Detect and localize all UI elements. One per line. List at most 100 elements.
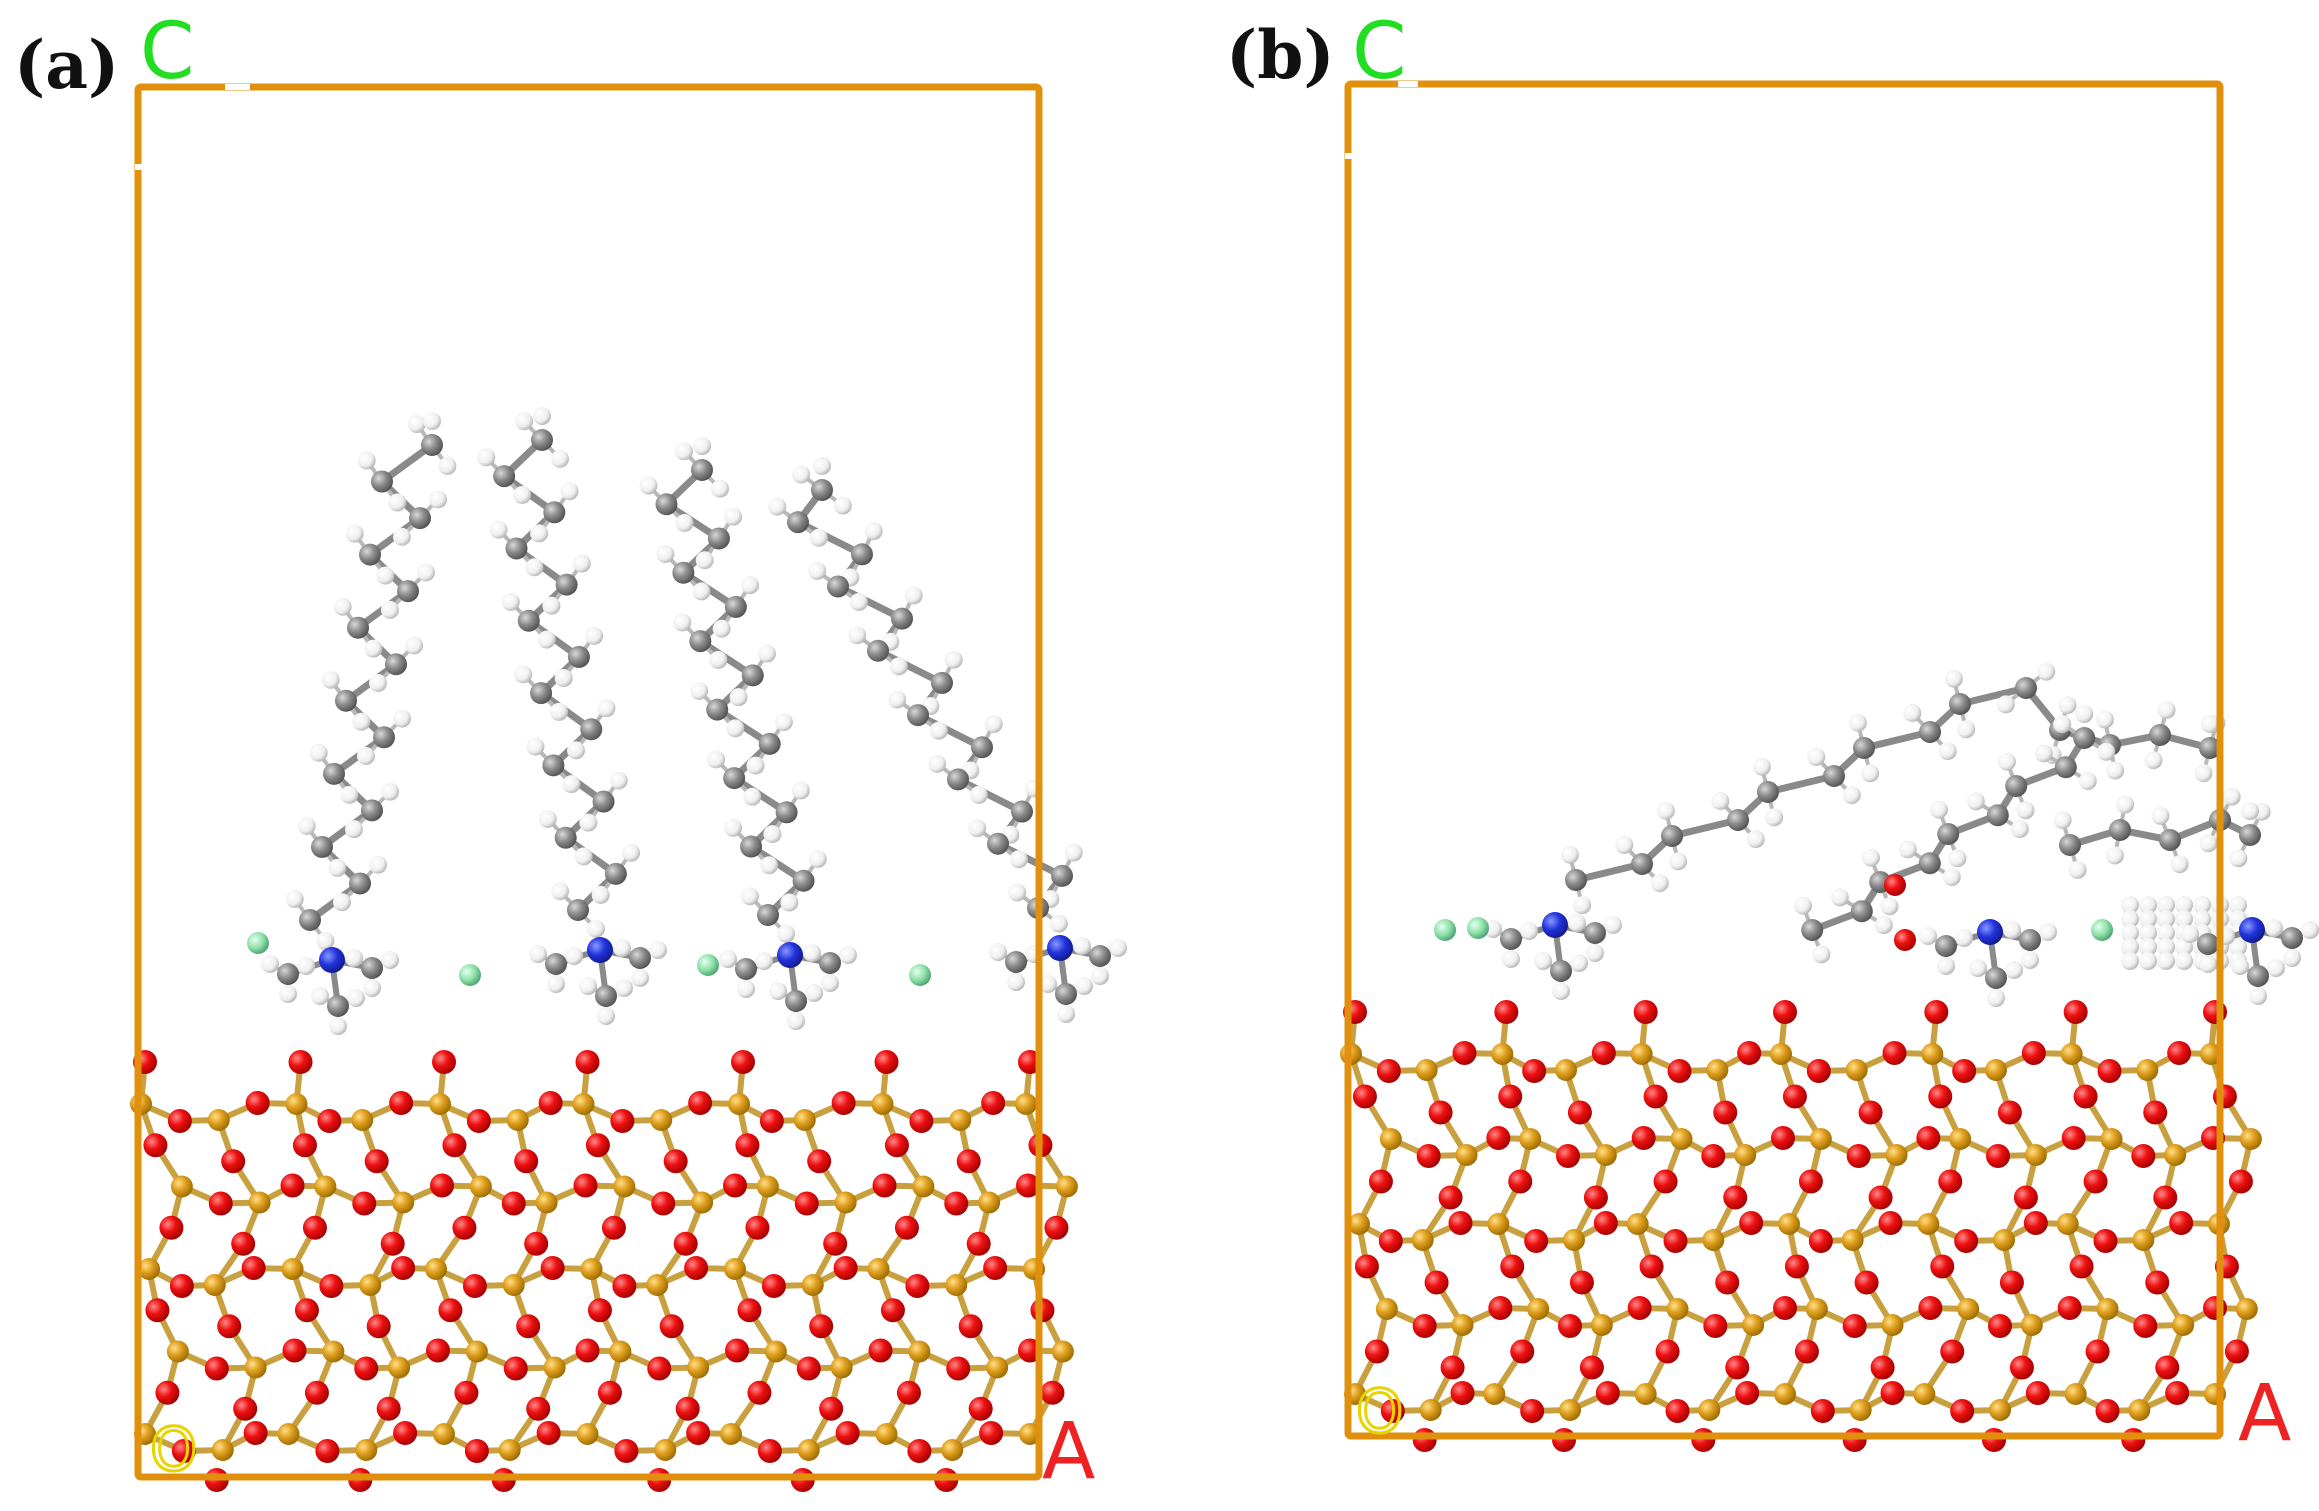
bond (874, 647, 946, 687)
panel-b-axis-origin-label: O (1356, 1377, 1403, 1447)
oxygen-atom (2083, 1169, 2108, 1194)
hydrogen-atom (369, 855, 388, 874)
carbon-atom (371, 470, 393, 493)
hydrogen-atom (1955, 929, 1973, 947)
hydrogen-atom (2053, 715, 2072, 734)
carbon-atom (1565, 869, 1587, 891)
hydrogen-atom (1807, 747, 1826, 766)
silicon-atom (285, 1093, 308, 1115)
hydrogen-atom (803, 944, 821, 962)
carbon-atom (2199, 737, 2221, 759)
oxygen-atom (1773, 1296, 1797, 1320)
oxygen-atom (233, 1396, 258, 1421)
bond (994, 840, 1066, 880)
carbon-atom (907, 704, 929, 727)
hydrogen-atom (1944, 669, 1963, 688)
hydrogen-atom (792, 465, 811, 484)
silicon-atom (2132, 1229, 2155, 1251)
hydrogen-atom (929, 721, 948, 740)
hydrogen-atom (2121, 952, 2139, 970)
hydrogen-atom (1064, 843, 1083, 862)
carbon-atom (1011, 800, 1033, 823)
oxygen-atom (2145, 1270, 2170, 1295)
hydrogen-atom (2193, 910, 2211, 928)
hydrogen-atom (2175, 910, 2193, 928)
hydrogen-atom (477, 448, 496, 467)
hydrogen-atom (1874, 916, 1893, 935)
hydrogen-atom (529, 945, 547, 963)
carbon-atom (1005, 951, 1027, 973)
oxygen-atom (688, 1091, 713, 1115)
hydrogen-atom (2194, 764, 2213, 783)
oxygen-atom (1798, 1169, 1823, 1194)
silicon-atom (281, 1258, 304, 1280)
carbon-atom (867, 639, 889, 662)
hydrogen-atom (515, 412, 534, 431)
silicon-atom (1051, 1340, 1074, 1363)
hydrogen-atom (530, 524, 549, 543)
hydrogen-atom (2121, 896, 2139, 914)
panel-a-axis-origin-label: O (150, 1415, 197, 1485)
silicon-atom (1770, 1043, 1792, 1065)
carbon-atom (655, 493, 678, 516)
silicon-atom (1698, 1399, 1721, 1421)
silicon-atom (1590, 1314, 1613, 1336)
carbon-atom (604, 862, 627, 885)
hydrogen-atom (551, 882, 570, 901)
hydrogen-atom (809, 528, 828, 547)
chloride-ion (459, 964, 481, 986)
oxygen-atom (1494, 1000, 1519, 1024)
oxygen-atom (1368, 1169, 1393, 1194)
chloride-ion (697, 954, 719, 976)
hydrogen-atom (774, 713, 793, 732)
hydrogen-atom (574, 847, 593, 866)
oxygen-atom (1916, 1126, 1941, 1150)
oxygen-atom (1808, 1229, 1833, 1253)
carbon-atom (1823, 765, 1845, 787)
hydrogen-atom (2116, 795, 2135, 814)
oxygen-atom (1450, 1381, 1475, 1405)
carbon-atom (567, 645, 590, 668)
hydrogen-atom (724, 818, 743, 837)
oxygen-atom (946, 1356, 971, 1381)
hydrogen-atom (1830, 888, 1849, 907)
silicon-atom (2235, 1298, 2258, 1320)
oxygen-atom (1924, 1000, 1949, 1024)
bond (834, 582, 906, 623)
hydrogen-atom (1008, 883, 1027, 902)
silicon-atom (2172, 1314, 2195, 1336)
oxygen-atom (1567, 1100, 1592, 1125)
oxygen-atom (466, 1109, 491, 1133)
oxygen-atom (1882, 1041, 1907, 1065)
oxygen-atom (1488, 1296, 1513, 1320)
hydrogen-atom (695, 551, 714, 570)
bond (954, 775, 1026, 816)
hydrogen-atom (2151, 806, 2170, 825)
oxygen-atom (1713, 1100, 1738, 1125)
oxygen-atom (1412, 1314, 1437, 1338)
silicon-atom (355, 1439, 378, 1461)
carbon-atom (706, 698, 729, 721)
oxygen-atom (1524, 1229, 1549, 1253)
silicon-atom (1774, 1383, 1796, 1405)
hydrogen-atom (1746, 830, 1765, 849)
oxygen-atom (304, 1380, 329, 1405)
oxygen-atom (1938, 1169, 1963, 1194)
hydrogen-atom (567, 741, 586, 760)
bond (1764, 772, 1838, 796)
hydrogen-atom (848, 626, 867, 645)
oxygen-atom (894, 1215, 919, 1240)
hydrogen-atom (760, 856, 779, 875)
silicon-atom (203, 1274, 226, 1296)
hydrogen-atom (572, 554, 591, 573)
hydrogen-atom (808, 561, 827, 580)
oxygen-atom (1986, 1144, 2010, 1168)
hydrogen-atom (1997, 752, 2016, 771)
oxygen-atom (2169, 1211, 2194, 1235)
hydrogen-atom (2170, 855, 2189, 874)
panel-a-label: (a) (14, 26, 119, 104)
hydrogen-atom (2201, 715, 2219, 733)
silicon-atom (1805, 1298, 1828, 1320)
oxygen-atom (1040, 1380, 1065, 1405)
